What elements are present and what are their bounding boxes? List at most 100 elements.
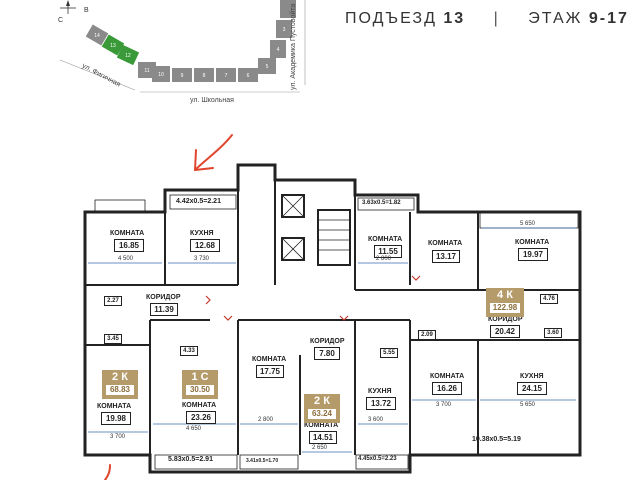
section-11 [138,62,156,78]
apartment-area: 68.83 [105,384,135,396]
entrance-arrow-icon [194,134,233,171]
room-area-5: 19.97 [518,248,548,261]
dim-label-1: 4 500 [118,256,134,262]
floor-label: ЭТАЖ [528,10,583,27]
room-area-4: 13.17 [432,250,460,263]
balcony-label-6: 10.38x0.5=5.19 [472,436,521,443]
section-label-7: 7 [225,73,228,79]
section-13-highlight [101,34,125,56]
apartment-area: 63.24 [307,408,337,420]
section-12-highlight [116,44,140,66]
room-label-5: КОМНАТА [515,239,550,246]
entrance-number: 13 [443,10,466,27]
section-label-5: 5 [266,64,269,70]
dim-label-10: 3 700 [436,402,452,408]
room-label-11: КОМНАТА [252,356,287,363]
section-label-9: 9 [181,73,184,79]
room-label-14: КОМНАТА [430,373,465,380]
balcony-label-4: 3.41x0.5=1.70 [246,458,279,464]
bath-area-4: 5.55 [380,348,398,358]
room-label-1: КОМНАТА [110,230,145,237]
dim-label-8: 2 650 [312,445,328,451]
section-label-12: 12 [125,53,131,59]
room-area-6: 11.39 [150,303,178,316]
apartment-area: 122.98 [489,302,521,314]
section-2 [280,0,296,18]
room-label-13: КУХНЯ [368,388,392,395]
room-area-1: 16.85 [114,239,144,252]
room-label-8: КОРИДОР [310,338,345,345]
room-area-14: 16.26 [432,382,462,395]
section-10 [152,66,170,82]
apartment-area: 30.50 [185,384,215,396]
apartment-badge-4k[interactable]: 4 К 122.98 [486,288,524,317]
room-label-10: КОМНАТА [182,402,217,409]
balcony-label-2: 3.63x0.5=1.82 [362,200,401,206]
room-area-10: 23.26 [186,411,216,424]
dim-label-7: 2 800 [258,417,274,423]
exit-arrow-icon [104,464,111,480]
bath-area-1: 2.27 [104,296,122,306]
dim-label-5: 3 700 [110,434,126,440]
room-label-3: КОМНАТА [368,236,403,243]
section-3 [276,20,292,38]
section-label-14: 14 [94,33,100,39]
bath-area-6: 4.76 [540,294,558,304]
room-label-2: КУХНЯ [190,230,214,237]
section-label-8: 8 [203,73,206,79]
apartment-type: 4 К [497,289,513,301]
room-area-11: 17.75 [256,365,284,378]
apartment-badge-1c[interactable]: 1 С 30.50 [182,370,218,399]
balcony-label-5: 4.45x0.5=2.23 [358,456,397,462]
room-label-6: КОРИДОР [146,294,181,301]
apartment-type: 2 К [314,395,330,407]
bath-area-3: 4.33 [180,346,198,356]
room-area-2: 12.68 [190,239,220,252]
room-area-15: 24.15 [517,382,547,395]
apartment-type: 1 С [191,371,209,383]
site-plan-map: В С 14 13 12 11 10 9 8 7 6 5 4 3 [58,0,306,93]
entrance-label: ПОДЪЕЗД [345,10,437,27]
section-label-4: 4 [277,47,280,53]
section-5 [258,58,276,74]
section-label-10: 10 [158,72,164,78]
section-label-11: 11 [144,68,149,74]
apartment-badge-2k-center[interactable]: 2 К 63.24 [304,394,340,423]
dim-label-9: 3 600 [368,417,384,423]
dim-label-2: 3 730 [194,256,210,262]
bath-area-7: 3.60 [544,328,562,338]
section-7 [216,68,236,82]
section-label-6: 6 [247,73,250,79]
section-4 [270,40,286,58]
balcony-label-1: 4.42x0.5=2.21 [176,198,221,205]
compass-east: В [84,7,89,14]
room-label-4: КОМНАТА [428,240,463,247]
dim-label-6: 4 650 [186,426,202,432]
room-area-7: 20.42 [490,325,520,338]
bath-area-5: 2.09 [418,330,436,340]
compass-icon [60,0,76,14]
section-6 [238,68,258,82]
room-label-7: КОРИДОР [488,316,523,323]
section-label-3: 3 [283,27,286,33]
apartment-type: 2 К [112,371,128,383]
dim-label-3: 2 800 [376,256,392,262]
room-area-8: 7.80 [314,347,340,360]
section-9 [172,68,192,82]
section-8 [194,68,214,82]
room-area-3: 11.55 [374,245,402,258]
compass-north: С [58,17,63,24]
balcony-label-3: 5.83x0.5=2.91 [168,456,213,463]
room-label-12: КОМНАТА [304,422,339,429]
room-label-15: КУХНЯ [520,373,544,380]
apartment-badge-2k-left[interactable]: 2 К 68.83 [102,370,138,399]
dim-label-4: 5 650 [520,221,536,227]
street-shkolnaya: ул. Школьная [190,97,234,104]
title-separator: | [493,10,500,27]
room-label-9: КОМНАТА [97,403,132,410]
room-area-12: 14.51 [309,431,337,444]
building-sections [85,0,296,82]
section-label-13: 13 [110,43,116,49]
bath-area-2: 3.45 [104,334,122,344]
